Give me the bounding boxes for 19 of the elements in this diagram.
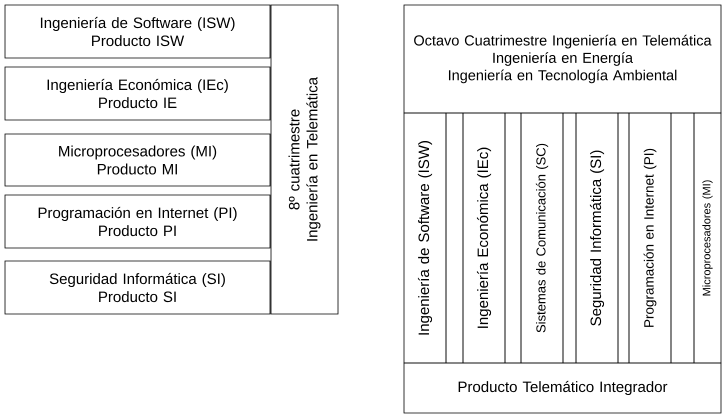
program-header-box: Octavo Cuatrimestre Ingeniería en Telemática Ingeniería en Energía Ingeniería en Tecnología Ambiental	[404, 4, 722, 114]
spacer-column	[618, 112, 630, 364]
course-column: Programación en Internet (PI)	[628, 112, 672, 364]
course-box: Ingeniería de Software (ISW) Producto ISW	[4, 4, 270, 58]
spacer-column	[504, 112, 522, 364]
course-box: Programación en Internet (PI) Producto PI	[4, 194, 270, 248]
spacer-column	[562, 112, 576, 364]
spacer-column	[670, 112, 694, 364]
course-box: Microprocesadores (MI) Producto MI	[4, 134, 270, 186]
course-column: Ingeniería de Software (ISW)	[404, 112, 446, 364]
course-box: Seguridad Informática (SI) Producto SI	[4, 260, 270, 314]
course-column: Seguridad Informática (SI)	[576, 112, 618, 364]
course-box: Ingeniería Económica (IEc) Producto IE	[4, 66, 270, 120]
semester-box: 8º cuatrimestre Ingeniería en Telemática	[270, 4, 338, 314]
course-column: Ingeniería Económica (IEc)	[462, 112, 506, 364]
course-column: Sistemas de Comunicación (SC)	[520, 112, 564, 364]
spacer-column	[446, 112, 464, 364]
course-column: Microprocesadores (MI)	[694, 112, 722, 364]
integrator-box: Producto Telemático Integrador	[404, 362, 722, 414]
